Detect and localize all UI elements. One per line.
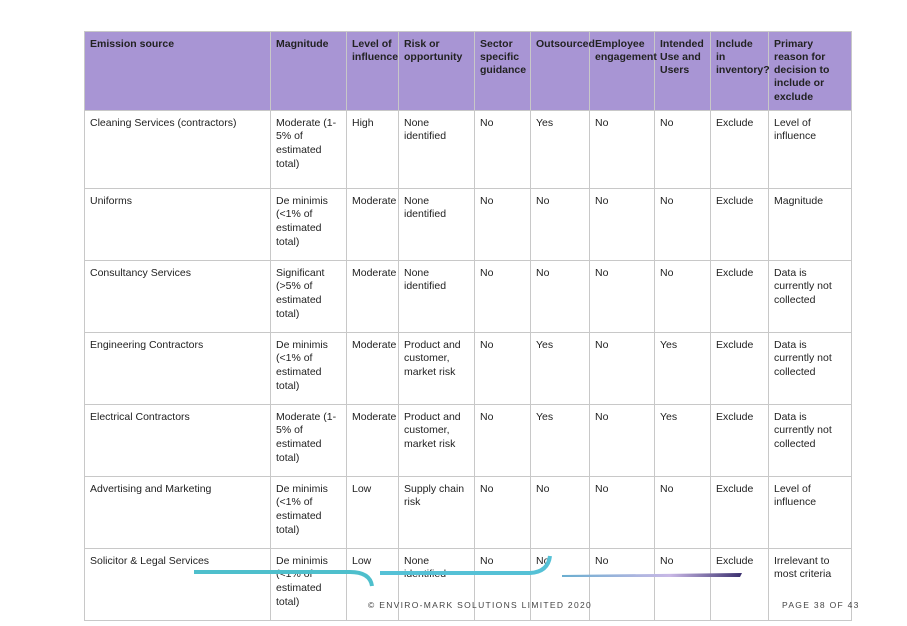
table-cell: None identified [398, 187, 475, 261]
table-cell: None identified [398, 109, 475, 189]
column-header: Level of influence [346, 31, 399, 111]
table-cell: Exclude [710, 187, 769, 261]
table-cell: No [654, 187, 711, 261]
table-cell: Exclude [710, 109, 769, 189]
table-cell: Yes [530, 403, 590, 477]
table-cell: Yes [530, 331, 590, 405]
table-cell: No [474, 109, 531, 189]
table-cell: Exclude [710, 547, 769, 621]
table-cell: De minimis (<1% of estimated total) [270, 475, 347, 549]
table-cell: No [589, 547, 655, 621]
table-cell: Data is currently not collected [768, 403, 852, 477]
table-cell: Exclude [710, 331, 769, 405]
table-cell: Yes [530, 109, 590, 189]
table-cell: No [589, 187, 655, 261]
table-cell: No [474, 331, 531, 405]
column-header: Primary reason for decision to include o… [768, 31, 852, 111]
table-cell: No [474, 187, 531, 261]
table-cell: None identified [398, 259, 475, 333]
table-cell: No [654, 547, 711, 621]
table-cell: No [654, 259, 711, 333]
table-cell: Low [346, 475, 399, 549]
column-header: Employee engagement [589, 31, 657, 111]
table-cell: Cleaning Services (contractors) [84, 109, 271, 189]
table-cell: No [589, 331, 655, 405]
table-cell: De minimis (<1% of estimated total) [270, 331, 347, 405]
table-cell: Advertising and Marketing [84, 475, 271, 549]
column-header: Intended Use and Users [654, 31, 711, 111]
page-number: PAGE 38 OF 43 [782, 600, 860, 610]
decorative-wave-divider [194, 555, 742, 587]
table-cell: Level of influence [768, 109, 852, 189]
table-cell: Data is currently not collected [768, 331, 852, 405]
table-cell: No [530, 187, 590, 261]
table-cell: Data is currently not collected [768, 259, 852, 333]
column-header: Outsourced [530, 31, 595, 111]
table-cell: No [474, 475, 531, 549]
table-cell: High [346, 109, 399, 189]
table-cell: Moderate [346, 331, 399, 405]
table-cell: Moderate [346, 259, 399, 333]
table-cell: No [589, 403, 655, 477]
column-header: Emission source [84, 31, 271, 111]
table-cell: Level of influence [768, 475, 852, 549]
table-cell: No [589, 109, 655, 189]
table-cell: Yes [654, 331, 711, 405]
table-cell: No [530, 259, 590, 333]
table-cell: No [654, 109, 711, 189]
table-cell: Uniforms [84, 187, 271, 261]
table-cell: No [474, 403, 531, 477]
table-cell: Electrical Contractors [84, 403, 271, 477]
table-cell: No [654, 475, 711, 549]
table-cell: De minimis (<1% of estimated total) [270, 187, 347, 261]
table-cell: Significant (>5% of estimated total) [270, 259, 347, 333]
column-header: Magnitude [270, 31, 347, 111]
table-cell: Yes [654, 403, 711, 477]
table-cell: No [530, 475, 590, 549]
table-cell: Exclude [710, 475, 769, 549]
table-cell: No [589, 259, 655, 333]
table-cell: Irrelevant to most criteria [768, 547, 852, 621]
table-cell: Moderate (1-5% of estimated total) [270, 403, 347, 477]
table-cell: No [474, 547, 531, 621]
table-cell: None identified [398, 547, 475, 621]
column-header: Risk or opportunity [398, 31, 475, 111]
table-row: Cleaning Services (contractors)Moderate … [84, 109, 852, 189]
table-cell: Product and customer, market risk [398, 403, 475, 477]
table-cell: Exclude [710, 403, 769, 477]
table-cell: No [530, 547, 590, 621]
table-cell: Product and customer, market risk [398, 331, 475, 405]
column-header: Sector specific guidance [474, 31, 531, 111]
table-cell: Moderate (1-5% of estimated total) [270, 109, 347, 189]
table-cell: No [474, 259, 531, 333]
table-cell: Solicitor & Legal Services [84, 547, 271, 621]
table-cell: Magnitude [768, 187, 852, 261]
table-cell: Engineering Contractors [84, 331, 271, 405]
column-header: Include in inventory? [710, 31, 770, 111]
table-cell: Moderate [346, 403, 399, 477]
table-cell: Exclude [710, 259, 769, 333]
table-cell: Supply chain risk [398, 475, 475, 549]
table-cell: Consultancy Services [84, 259, 271, 333]
table-cell: Moderate [346, 187, 399, 261]
copyright-footer: © ENVIRO-MARK SOLUTIONS LIMITED 2020 [368, 600, 593, 610]
table-cell: No [589, 475, 655, 549]
